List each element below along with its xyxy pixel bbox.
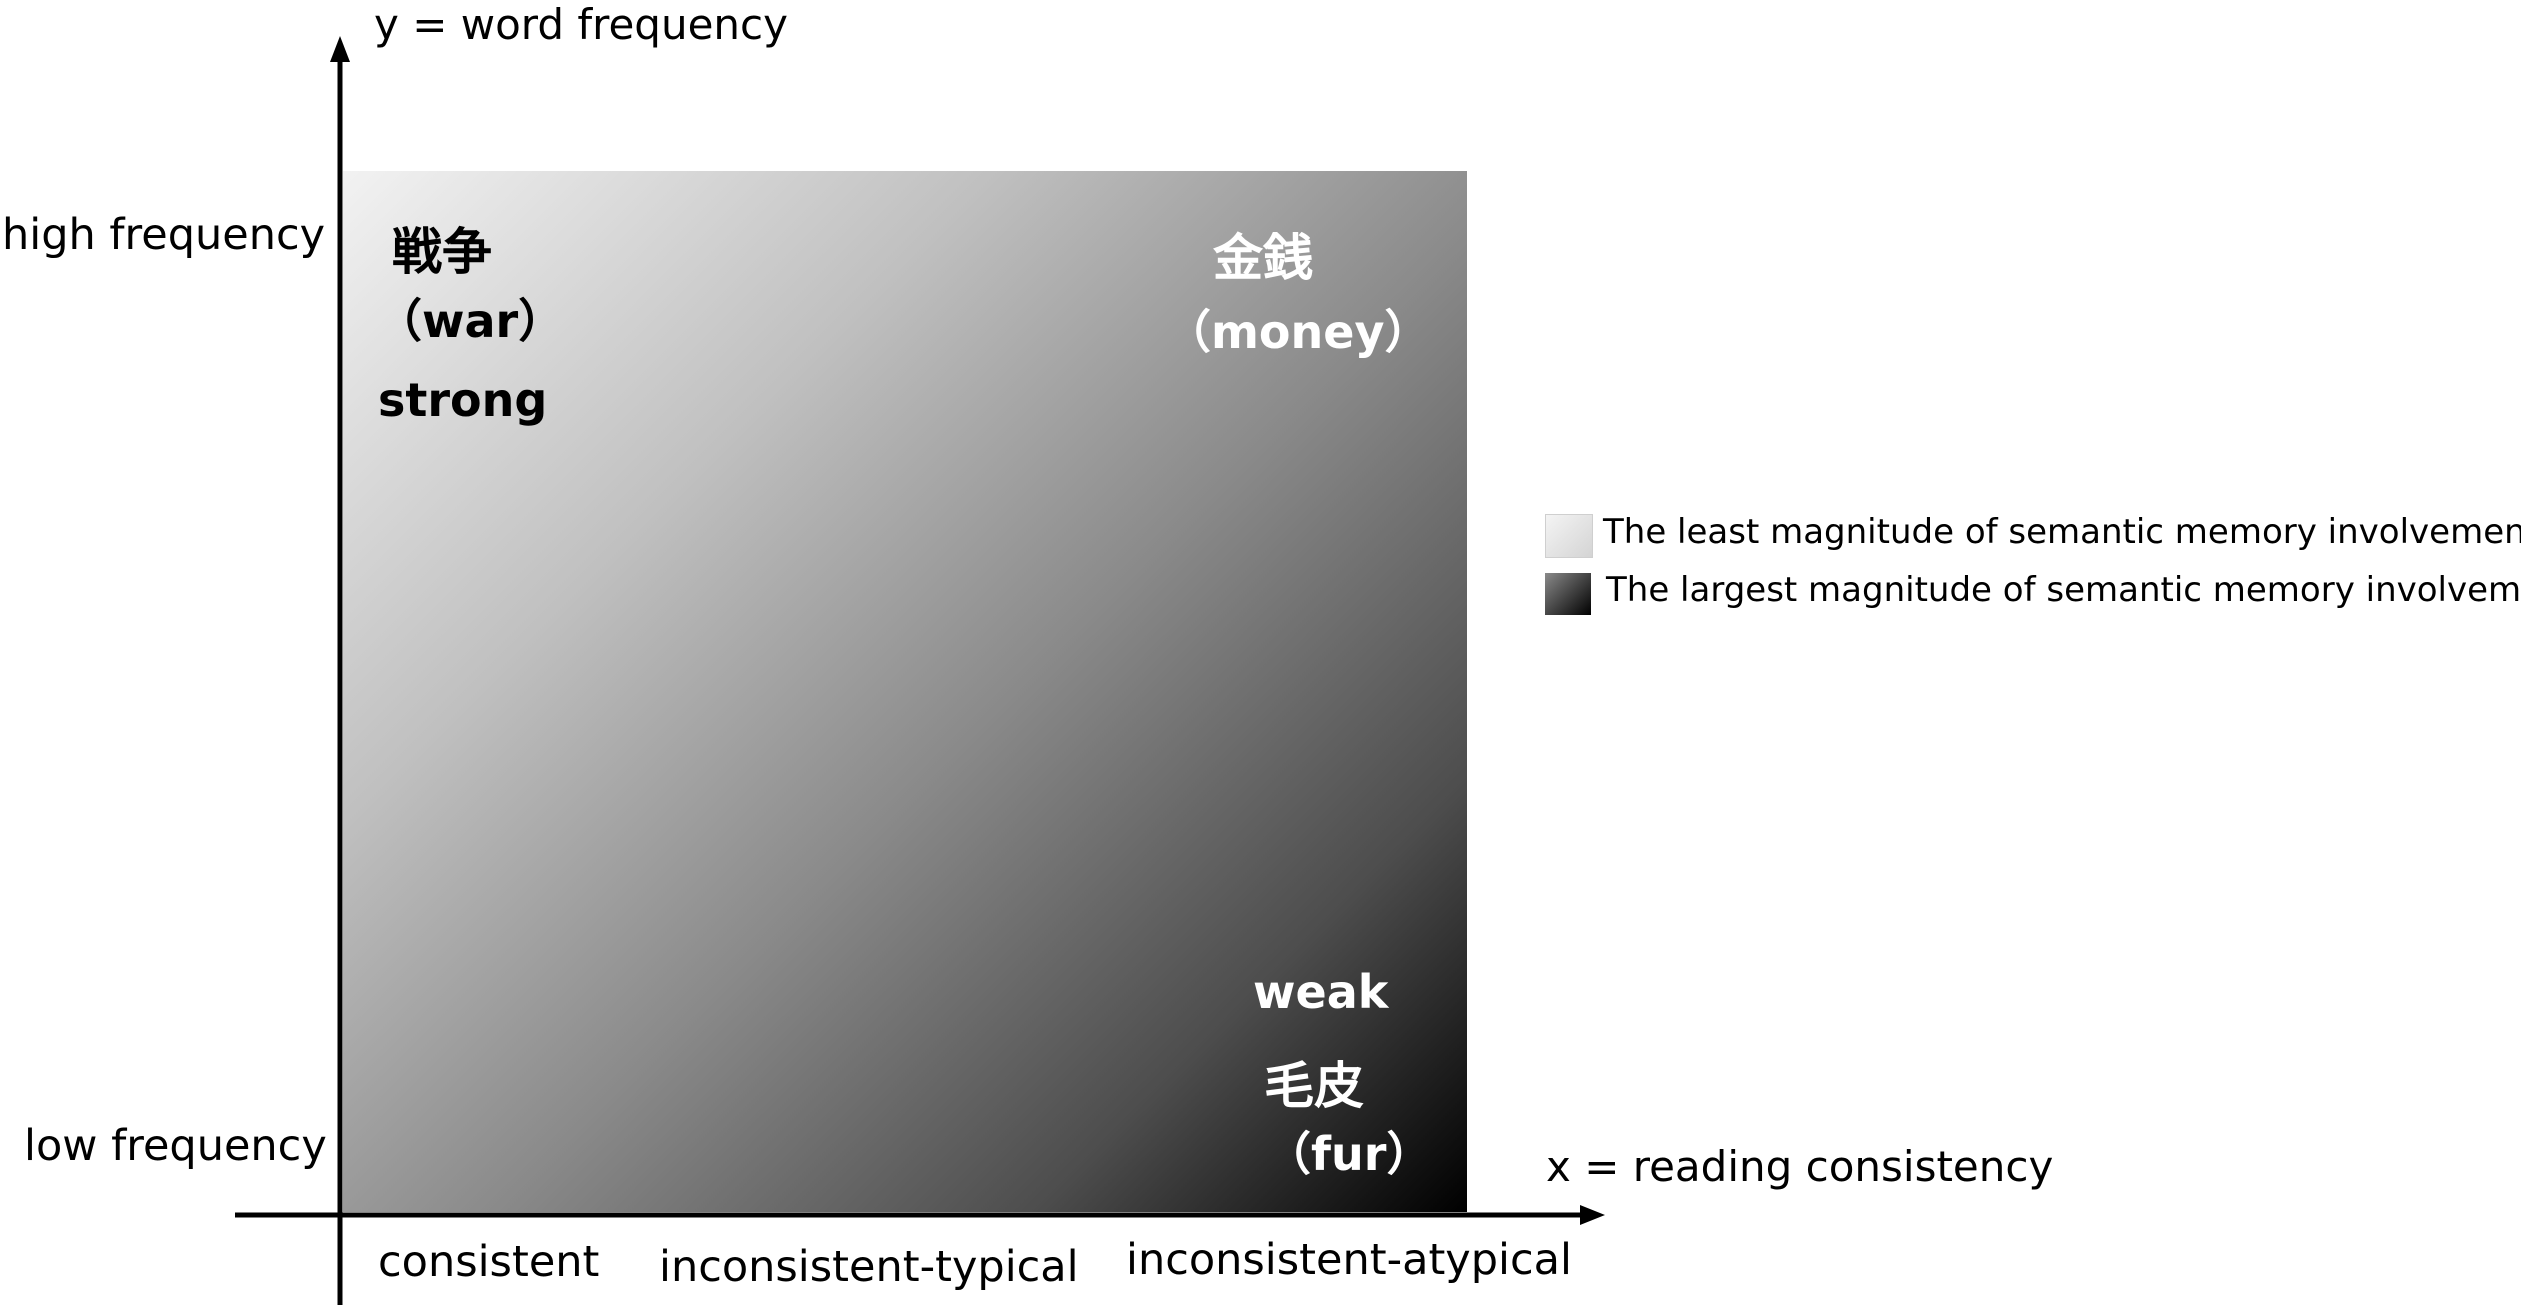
word-war-kanji: 戦争 <box>392 223 492 281</box>
word-war-gloss: （war） <box>376 294 565 348</box>
word-fur-note-weak: weak <box>1253 965 1389 1019</box>
legend-label-largest: The largest magnitude of semantic memory… <box>1606 570 2521 610</box>
x-tick-inconsistent-typical: inconsistent-typical <box>659 1242 1079 1292</box>
word-money-kanji: 金銭 <box>1213 229 1313 287</box>
x-tick-consistent: consistent <box>378 1237 600 1287</box>
word-fur-gloss: （fur） <box>1265 1127 1433 1181</box>
legend-label-least: The least magnitude of semantic memory i… <box>1603 512 2521 552</box>
y-axis-arrowhead <box>330 36 350 62</box>
y-tick-high-frequency: high frequency <box>2 210 326 260</box>
x-axis-arrowhead <box>1580 1205 1605 1225</box>
x-tick-inconsistent-atypical: inconsistent-atypical <box>1126 1235 1572 1285</box>
y-tick-low-frequency: low frequency <box>24 1121 327 1171</box>
word-fur-kanji: 毛皮 <box>1264 1057 1364 1115</box>
word-war-note-strong: strong <box>378 373 548 427</box>
legend-swatch-largest <box>1545 573 1591 615</box>
y-axis-title: y = word frequency <box>374 0 788 49</box>
word-money-gloss: （money） <box>1165 305 1431 359</box>
x-axis-title: x = reading consistency <box>1546 1142 2054 1191</box>
legend-swatch-least <box>1545 514 1593 558</box>
semantic-gradient-area <box>343 171 1467 1212</box>
